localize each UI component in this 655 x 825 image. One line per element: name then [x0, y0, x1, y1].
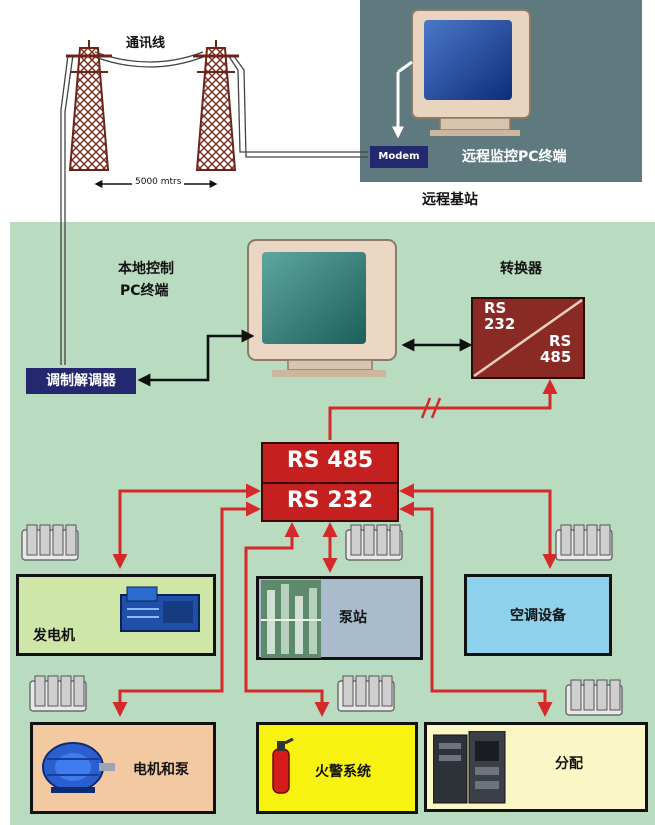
fire-alarm-label: 火警系统	[315, 764, 371, 780]
tower-left-icon	[66, 40, 112, 171]
remote-station-label: 远程基站	[422, 192, 478, 208]
cable-right-a	[227, 54, 368, 153]
converter-label: 转换器	[500, 261, 542, 277]
remote-modem-box: Modem	[370, 146, 428, 168]
cable-left-b	[64, 54, 74, 365]
tower-right-icon	[193, 40, 239, 171]
cable-right-b	[232, 54, 368, 158]
motor-pump-label: 电机和泵	[133, 762, 189, 778]
distribution-label: 分配	[555, 756, 583, 772]
converter-rs485-label: RS 485	[540, 333, 571, 365]
cable-span-b	[94, 56, 204, 68]
hub-rs232-label: RS 232	[286, 488, 374, 513]
air-conditioning-label: 空调设备	[510, 608, 566, 624]
remote-monitor-icon	[411, 9, 531, 136]
distribution-cabinet-icon	[433, 731, 506, 804]
distance-label: 5000 mtrs	[132, 177, 185, 187]
pump-station-icon	[261, 580, 321, 658]
controller-icon	[565, 679, 623, 716]
generator-label: 发电机	[33, 628, 75, 644]
distribution-box: 分配	[424, 722, 648, 812]
link-motor-pump	[112, 501, 261, 717]
motor-icon	[42, 742, 115, 793]
comm-line-label: 通讯线	[126, 36, 166, 51]
controller-icon	[21, 524, 79, 561]
link-distribution	[399, 501, 553, 717]
local-pc-label-line1: 本地控制	[118, 261, 174, 277]
remote-link-segment	[397, 60, 413, 74]
remote-pc-label: 远程监控PC终端	[462, 149, 567, 165]
generator-icon	[120, 586, 200, 632]
local-monitor-icon	[247, 239, 397, 377]
generator-box: 发电机	[16, 574, 216, 656]
local-modem-box: 调制解调器	[26, 368, 136, 394]
fire-alarm-box: 火警系统	[256, 722, 418, 814]
local-pc-label-line2: PC终端	[120, 283, 169, 299]
hub-rs485-label: RS 485	[286, 448, 374, 473]
converter-rs232-label: RS 232	[484, 300, 515, 332]
modem-pc-link	[137, 329, 255, 387]
controller-icon	[29, 675, 87, 712]
converter-rs232-line1: RS	[484, 299, 507, 317]
cable-left-a	[60, 54, 69, 365]
converter-box	[471, 297, 585, 379]
converter-rs232-line2: 232	[484, 315, 516, 333]
converter-rs485-line2: 485	[540, 348, 572, 366]
controller-icon	[555, 524, 613, 561]
controller-icon	[337, 675, 395, 712]
link-break-marks	[420, 397, 442, 419]
converter-rs485-line1: RS	[548, 332, 572, 350]
link-fire-alarm	[244, 522, 330, 717]
air-conditioning-box: 空调设备	[464, 574, 612, 656]
motor-pump-box: 电机和泵	[30, 722, 216, 814]
pump-station-box: 泵站	[256, 576, 423, 660]
converter-hub-link	[328, 379, 558, 440]
fire-extinguisher-icon	[272, 737, 294, 794]
controller-icon	[345, 524, 403, 561]
pump-station-label: 泵站	[339, 610, 367, 626]
